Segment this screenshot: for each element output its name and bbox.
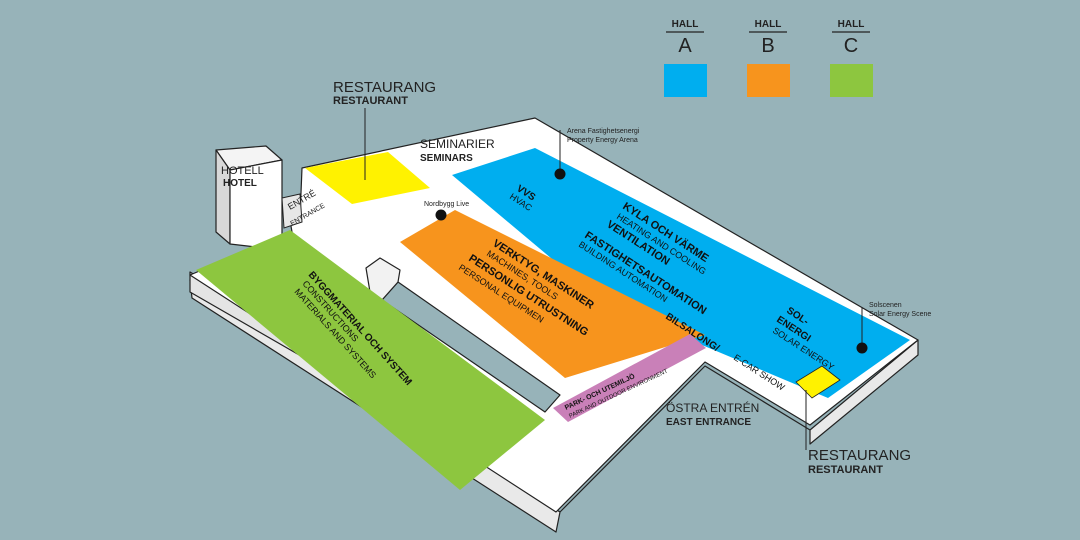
legend-hall-a-swatch: [664, 64, 707, 97]
restaurant-bottom-area[interactable]: [795, 365, 841, 399]
restaurant-top-callout: RESTAURANG RESTAURANT: [333, 79, 436, 180]
restaurant-top-label-sv: RESTAURANG: [333, 79, 436, 96]
east-entrance-label-en: EAST ENTRANCE: [666, 417, 751, 428]
solscenen-marker[interactable]: Solscenen Solar Energy Scene: [856, 302, 932, 354]
arena-dot-icon: [554, 168, 566, 180]
seminars-area[interactable]: SEMINARIER SEMINARS: [420, 137, 495, 164]
legend-hall-a-letter: A: [678, 35, 692, 57]
legend-hall-c-letter: C: [844, 35, 858, 57]
hall-a-area[interactable]: [452, 148, 910, 398]
legend-hall-b-letter: B: [761, 35, 774, 57]
hotel-building: HOTELL HOTEL: [215, 145, 283, 251]
arena-label-sv: Arena Fastighetsenergi: [567, 128, 640, 135]
hall-c-area[interactable]: [196, 230, 545, 490]
legend-hall-b-label: HALL: [755, 19, 782, 30]
nordbygg-live-dot-icon: [435, 209, 447, 221]
legend-hall-b-swatch: [747, 64, 790, 97]
arena-marker[interactable]: Arena Fastighetsenergi Property Energy A…: [554, 128, 640, 180]
hotel-label-sv: HOTELL: [221, 165, 264, 177]
restaurant-top-area[interactable]: [305, 152, 430, 204]
legend-hall-a[interactable]: HALL A: [664, 19, 707, 97]
solscenen-label-en: Solar Energy Scene: [869, 311, 931, 318]
building-front-wall: [189, 279, 919, 533]
legend-hall-c-swatch: [830, 64, 873, 97]
restaurant-bottom-callout: RESTAURANG RESTAURANT: [805, 390, 911, 476]
nordbygg-live-label: Nordbygg Live: [424, 201, 469, 208]
park-area[interactable]: [553, 334, 706, 422]
seminars-label-en: SEMINARS: [420, 153, 473, 164]
nordbygg-live-marker[interactable]: Nordbygg Live: [424, 201, 469, 221]
restaurant-top-label-en: RESTAURANT: [333, 95, 408, 107]
east-entrance[interactable]: ÖSTRA ENTRÉN EAST ENTRANCE: [666, 400, 759, 428]
legend-hall-c[interactable]: HALL C: [830, 19, 873, 97]
hall-b-area[interactable]: [400, 210, 705, 378]
solscenen-dot-icon: [856, 342, 868, 354]
seminars-label-sv: SEMINARIER: [420, 137, 495, 151]
restaurant-bottom-label-en: RESTAURANT: [808, 464, 883, 476]
legend-hall-b[interactable]: HALL B: [747, 19, 790, 97]
arena-label-en: Property Energy Arena: [567, 137, 638, 144]
restaurant-bottom-label-sv: RESTAURANG: [808, 447, 911, 464]
legend-hall-c-label: HALL: [838, 19, 865, 30]
legend-hall-a-label: HALL: [672, 19, 699, 30]
east-entrance-label-sv: ÖSTRA ENTRÉN: [666, 400, 759, 415]
hotel-label-en: HOTEL: [223, 178, 257, 189]
hall-legend: HALL A HALL B HALL C: [664, 19, 873, 97]
solscenen-label-sv: Solscenen: [869, 302, 902, 309]
